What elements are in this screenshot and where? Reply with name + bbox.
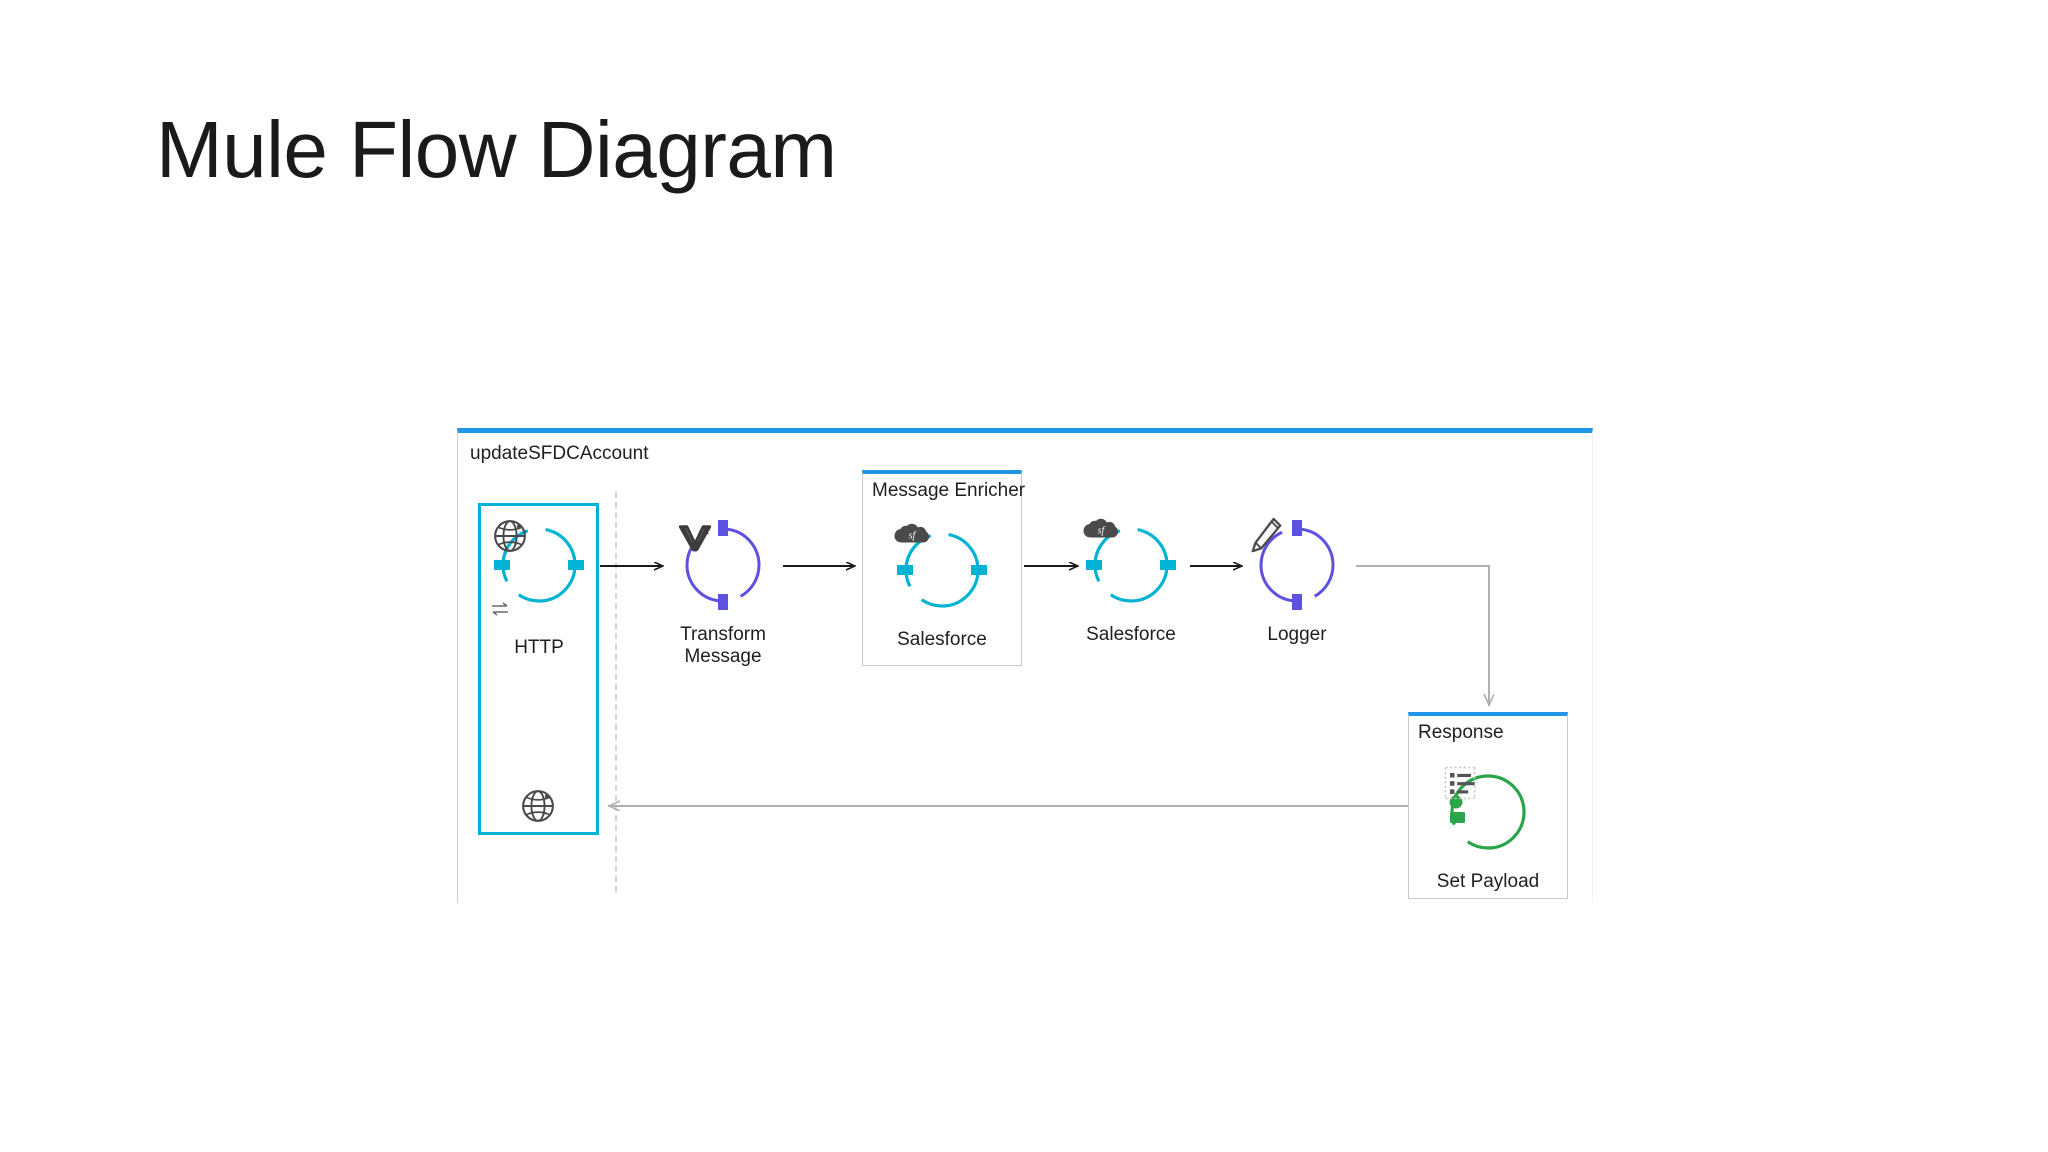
flow-name-label: updateSFDCAccount — [470, 443, 649, 464]
http-listener-container[interactable] — [478, 503, 599, 835]
svg-text:sf: sf — [909, 530, 917, 541]
node-logger-label: Logger — [1267, 624, 1327, 645]
svg-text:sf: sf — [1098, 525, 1106, 536]
globe-icon — [522, 790, 554, 822]
transform-icon — [673, 515, 773, 615]
node-salesforce-enricher-label: Salesforce — [897, 629, 987, 650]
flow-divider — [615, 492, 617, 892]
salesforce-cloud-icon: sf — [892, 520, 992, 620]
node-logger[interactable]: Logger — [1217, 515, 1377, 646]
scope-message-enricher-label: Message Enricher — [872, 480, 1026, 501]
node-set-payload-ring — [1438, 762, 1538, 862]
node-set-payload-label: Set Payload — [1436, 871, 1540, 892]
page-title: Mule Flow Diagram — [156, 105, 837, 194]
http-return-globe[interactable] — [508, 778, 568, 834]
node-set-payload[interactable]: Set Payload — [1408, 762, 1568, 893]
scope-response[interactable]: Response — [1408, 712, 1568, 899]
document-lines-icon — [1438, 762, 1538, 862]
pencil-icon — [1247, 515, 1347, 615]
node-salesforce-enricher[interactable]: sf Salesforce — [862, 520, 1022, 651]
node-salesforce1-ring: sf — [892, 520, 992, 620]
node-transform-message-label: Transform Message — [680, 624, 766, 668]
scope-message-enricher[interactable]: Message Enricher — [862, 470, 1026, 666]
node-http-ring — [489, 515, 589, 616]
node-salesforce-label: Salesforce — [1086, 624, 1176, 645]
node-http[interactable]: HTTP — [459, 515, 619, 659]
node-transform-ring — [673, 515, 773, 615]
node-http-label: HTTP — [514, 637, 564, 658]
scope-response-label: Response — [1418, 722, 1504, 743]
salesforce-cloud-icon: sf — [1081, 515, 1181, 615]
node-logger-ring — [1247, 515, 1347, 615]
node-salesforce[interactable]: sf Salesforce — [1051, 515, 1211, 646]
node-transform-message[interactable]: Transform Message — [643, 515, 803, 669]
node-salesforce2-ring: sf — [1081, 515, 1181, 615]
globe-icon — [489, 515, 589, 615]
